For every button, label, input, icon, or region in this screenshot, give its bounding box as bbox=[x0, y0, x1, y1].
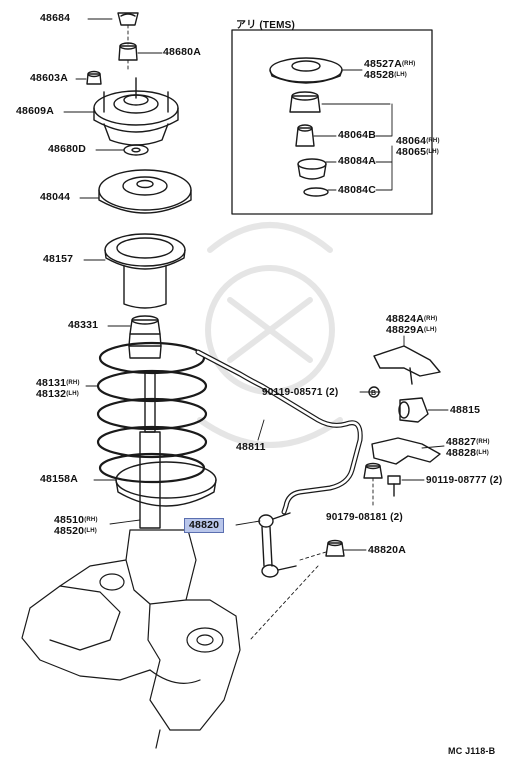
label-48158A[interactable]: 48158A bbox=[40, 473, 78, 485]
label-48527A-side: (RH) bbox=[401, 61, 416, 67]
ring-48084C bbox=[303, 187, 329, 197]
marker-b: B bbox=[371, 390, 377, 397]
label-48132-number: 48132 bbox=[36, 388, 67, 400]
steering-knuckle bbox=[21, 529, 241, 749]
label-90119-08777[interactable]: 90119-08777 (2) bbox=[426, 475, 502, 486]
label-48510-number: 48510 bbox=[54, 514, 85, 526]
nut-90179-08181 bbox=[363, 462, 383, 509]
label-48824A-number: 48824A bbox=[386, 313, 424, 325]
actuator-48064 bbox=[289, 91, 321, 113]
label-48131-side: (RH) bbox=[66, 380, 80, 386]
strut-mount-48609A bbox=[93, 77, 179, 146]
label-90179-08181-qty: (2) bbox=[390, 512, 403, 523]
bushing-48064B bbox=[295, 124, 315, 147]
diagram-code: MC J118-B bbox=[448, 746, 496, 756]
label-48820A[interactable]: 48820A bbox=[368, 544, 406, 556]
label-48527A-number: 48527A bbox=[364, 58, 402, 70]
label-90119-08571[interactable]: 90119-08571 (2) bbox=[262, 387, 338, 398]
label-48132-side: (LH) bbox=[66, 391, 79, 397]
bushing-48815 bbox=[398, 397, 429, 423]
label-48131-number: 48131 bbox=[36, 377, 67, 389]
bracket-48824A bbox=[373, 345, 441, 385]
label-48520-side: (LH) bbox=[84, 528, 97, 534]
spring-seat-48044 bbox=[98, 169, 192, 214]
label-48824A-side: (RH) bbox=[423, 316, 438, 322]
label-48828[interactable]: 48828(LH) bbox=[446, 448, 489, 459]
label-48528-number: 48528 bbox=[364, 69, 395, 81]
label-48065[interactable]: 48065(LH) bbox=[396, 147, 439, 158]
label-48603A[interactable]: 48603A bbox=[30, 72, 68, 84]
inset-title: アリ (TEMS) bbox=[236, 20, 296, 31]
label-48528[interactable]: 48528(LH) bbox=[364, 70, 407, 81]
label-48827-number: 48827 bbox=[446, 436, 477, 448]
label-48680A[interactable]: 48680A bbox=[163, 46, 201, 58]
label-48828-number: 48828 bbox=[446, 447, 477, 459]
boot-48084A bbox=[297, 158, 327, 180]
label-48820-highlighted[interactable]: 48820 bbox=[184, 518, 225, 533]
label-48331[interactable]: 48331 bbox=[68, 319, 99, 331]
label-48828-side: (LH) bbox=[476, 450, 489, 456]
label-48829A[interactable]: 48829A(LH) bbox=[386, 325, 437, 336]
nut-48603A bbox=[86, 70, 102, 85]
label-48680D[interactable]: 48680D bbox=[48, 143, 86, 155]
label-48084A[interactable]: 48084A bbox=[338, 155, 376, 167]
label-90179-08181-number: 90179-08181 bbox=[326, 512, 388, 523]
lower-insulator-48158A bbox=[115, 461, 217, 507]
watermark-emblem bbox=[197, 222, 343, 448]
label-48824A[interactable]: 48824A(RH) bbox=[386, 314, 437, 325]
label-48064-side: (RH) bbox=[426, 138, 440, 144]
label-48131[interactable]: 48131(RH) bbox=[36, 378, 80, 389]
label-48510-side: (RH) bbox=[84, 517, 98, 523]
label-48044[interactable]: 48044 bbox=[40, 191, 71, 203]
bolt-90119-08777 bbox=[387, 475, 401, 497]
label-48065-number: 48065 bbox=[396, 146, 427, 158]
label-48684[interactable]: 48684 bbox=[40, 12, 71, 24]
label-48827-side: (RH) bbox=[476, 439, 490, 445]
label-48084C[interactable]: 48084C bbox=[338, 184, 376, 196]
bump-stopper-48331 bbox=[128, 315, 162, 359]
cover-48527A bbox=[269, 57, 343, 84]
label-90119-08777-qty: (2) bbox=[489, 475, 503, 486]
label-48157[interactable]: 48157 bbox=[43, 253, 74, 265]
label-90119-08777-number: 90119-08777 bbox=[426, 475, 487, 486]
label-48815[interactable]: 48815 bbox=[450, 404, 481, 416]
label-48520-number: 48520 bbox=[54, 525, 85, 537]
label-48829A-side: (LH) bbox=[423, 327, 437, 333]
label-48132[interactable]: 48132(LH) bbox=[36, 389, 79, 400]
bracket-48827 bbox=[371, 437, 441, 465]
insulator-48157 bbox=[104, 233, 186, 309]
label-48520[interactable]: 48520(LH) bbox=[54, 526, 97, 537]
washer-48680D bbox=[123, 144, 149, 156]
label-48827[interactable]: 48827(RH) bbox=[446, 437, 490, 448]
label-90119-08571-qty: (2) bbox=[325, 387, 339, 398]
dust-cap-48684 bbox=[117, 12, 139, 45]
label-48609A[interactable]: 48609A bbox=[16, 105, 54, 117]
tems-inset-box bbox=[231, 29, 433, 215]
stabilizer-link-48820 bbox=[258, 512, 297, 578]
coil-spring-48131 bbox=[96, 341, 208, 484]
label-48064-number: 48064 bbox=[396, 135, 427, 147]
label-90179-08181[interactable]: 90179-08181 (2) bbox=[326, 512, 403, 523]
label-48064[interactable]: 48064(RH) bbox=[396, 136, 440, 147]
label-48065-side: (LH) bbox=[426, 149, 439, 155]
label-90119-08571-number: 90119-08571 bbox=[262, 387, 323, 398]
label-48829A-number: 48829A bbox=[386, 324, 424, 336]
label-48064B[interactable]: 48064B bbox=[338, 129, 376, 141]
label-48811[interactable]: 48811 bbox=[236, 441, 266, 453]
nut-48680A bbox=[118, 42, 138, 73]
label-48528-side: (LH) bbox=[394, 72, 407, 78]
label-48527A[interactable]: 48527A(RH) bbox=[364, 59, 415, 70]
nut-48820A bbox=[325, 539, 345, 557]
label-48510[interactable]: 48510(RH) bbox=[54, 515, 98, 526]
